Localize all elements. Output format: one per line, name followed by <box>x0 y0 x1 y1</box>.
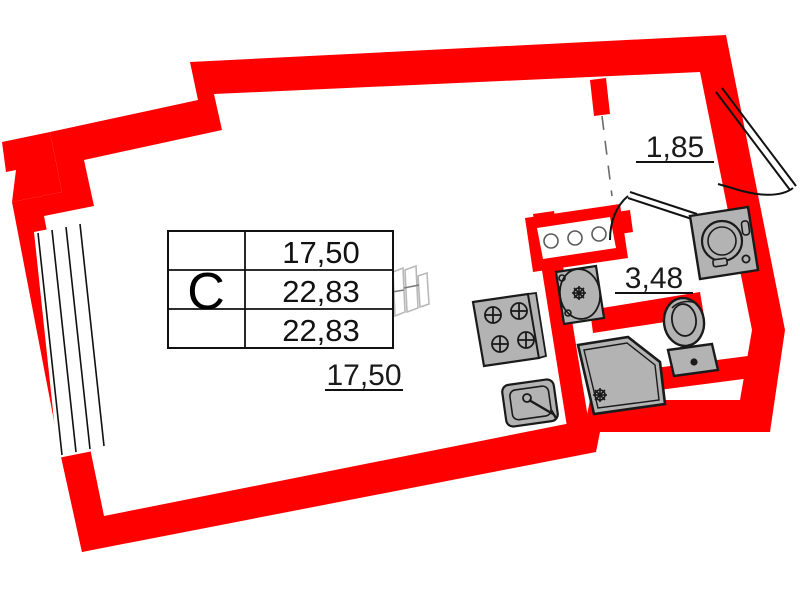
washing-machine <box>688 205 760 281</box>
kitchen-stove <box>471 291 548 368</box>
storage-niche <box>525 204 628 272</box>
main-room-area-value: 17,50 <box>326 359 401 392</box>
main-room-area-label: 17,50 <box>325 359 403 392</box>
outer-walls <box>12 35 785 552</box>
room-area-labels: 17,50 1,85 3,48 <box>325 131 714 392</box>
room-door <box>391 264 430 318</box>
bathroom-area-value: 3,48 <box>625 262 683 295</box>
wall-nib-bottom-left <box>60 448 110 552</box>
niche-jamb <box>617 210 633 234</box>
window-left <box>37 223 105 456</box>
hall-area-label: 1,85 <box>636 131 714 164</box>
hall-area-value: 1,85 <box>646 131 704 164</box>
wash-basin <box>554 264 606 326</box>
bathroom-door <box>609 191 698 241</box>
area-table-row-1-value: 22,83 <box>282 274 360 309</box>
bathroom-area-label: 3,48 <box>615 262 693 295</box>
unit-letter: C <box>187 263 225 321</box>
kitchen-sink <box>501 378 559 428</box>
toilet <box>662 296 720 378</box>
area-table: C 17,50 22,83 22,83 <box>167 230 394 349</box>
shower-tray <box>576 335 667 416</box>
entrance-door <box>715 87 797 196</box>
window-opening-fill <box>34 222 108 458</box>
partition-hall-stub <box>590 78 610 116</box>
fixtures-group <box>471 205 760 428</box>
wall-nib-top-left <box>2 132 62 202</box>
area-table-row-2-value: 22,83 <box>282 313 360 348</box>
area-table-row-0-value: 17,50 <box>282 235 360 270</box>
hall-divider-dashed <box>601 115 613 197</box>
